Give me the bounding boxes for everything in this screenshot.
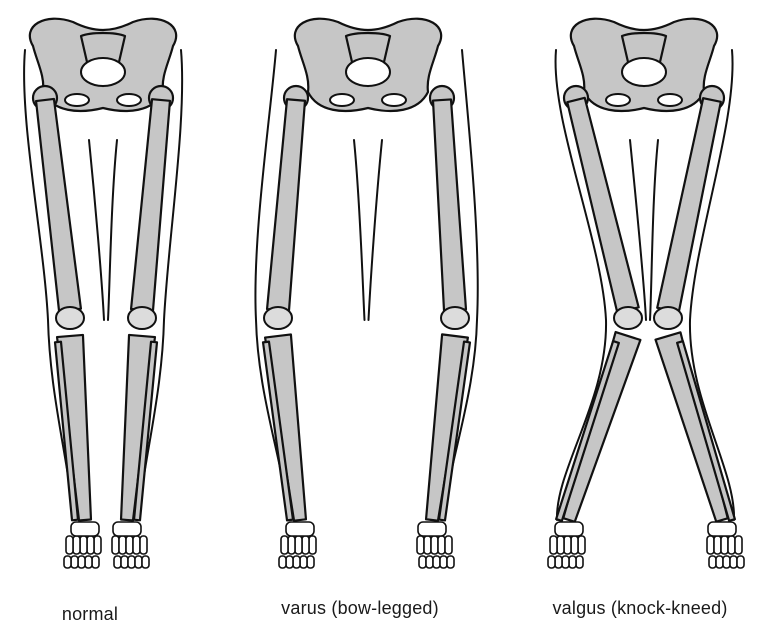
patella-right <box>128 307 156 329</box>
obturator-right <box>382 94 406 106</box>
foot <box>707 522 744 568</box>
panel-normal <box>24 19 182 568</box>
femur-right <box>433 99 466 310</box>
fibula-left <box>556 341 619 521</box>
femur-left <box>267 99 305 311</box>
foot <box>279 522 316 568</box>
femur-left <box>567 98 638 313</box>
pelvic-inlet <box>346 58 390 86</box>
obturator-right <box>117 94 141 106</box>
obturator-left <box>65 94 89 106</box>
inner-thigh-outline <box>354 140 382 320</box>
obturator-left <box>606 94 630 106</box>
panel-valgus <box>548 19 744 568</box>
foot <box>417 522 454 568</box>
femur-left <box>36 99 81 311</box>
foot <box>548 522 585 568</box>
pelvic-inlet <box>622 58 666 86</box>
panel-varus <box>255 19 477 568</box>
pelvic-inlet <box>81 58 125 86</box>
patella-right <box>441 307 469 329</box>
inner-thigh-outline <box>89 140 117 320</box>
obturator-left <box>330 94 354 106</box>
patella-right <box>654 307 682 329</box>
patella-left <box>264 307 292 329</box>
caption-valgus: valgus (knock-kneed) <box>525 598 755 619</box>
patella-left <box>614 307 642 329</box>
caption-normal: normal <box>40 604 140 625</box>
femur-right <box>131 99 170 311</box>
tibia-right <box>656 332 728 521</box>
foot <box>112 522 149 568</box>
caption-varus: varus (bow-legged) <box>245 598 475 619</box>
femur-right <box>657 98 721 312</box>
patella-left <box>56 307 84 329</box>
foot <box>64 522 101 568</box>
obturator-right <box>658 94 682 106</box>
